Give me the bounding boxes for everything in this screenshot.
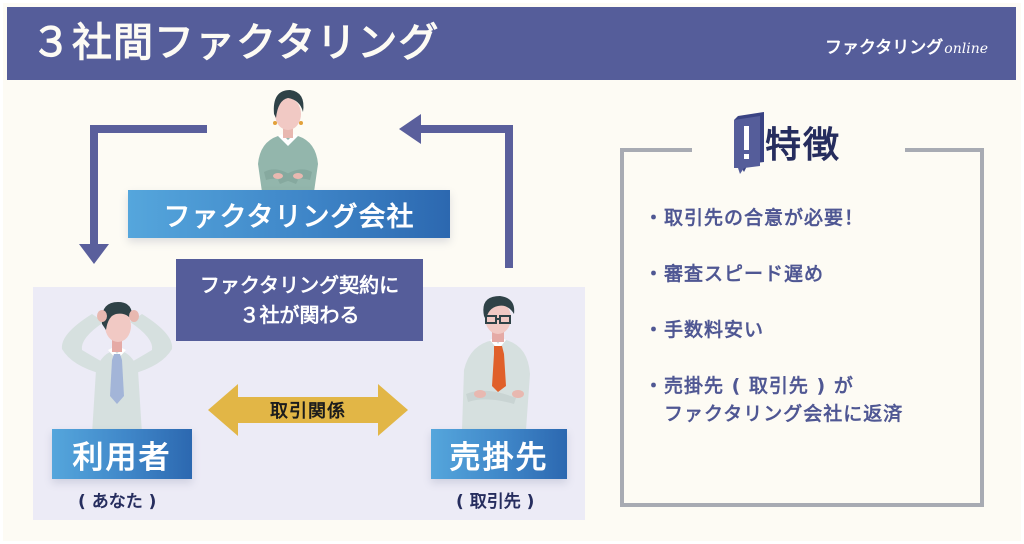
feature-item: ・ 売掛先 ( 取引先 ) が ファクタリング会社に返済: [644, 372, 903, 428]
buyer-person-illustration: [462, 296, 530, 430]
header-bar: ３社間ファクタリング ファクタリング online: [7, 7, 1016, 80]
user-label: 利用者: [52, 429, 192, 479]
buyer-sublabel: ( 取引先 ): [456, 492, 535, 512]
relationship-label: 取引関係: [270, 401, 346, 422]
exclamation-speech-bubble-icon: [734, 112, 764, 174]
feature-text: 手数料安い: [664, 319, 765, 341]
relationship-arrow: 取引関係: [208, 384, 408, 436]
brand-logo: ファクタリング online: [825, 33, 988, 58]
arrow-head-left-icon: [399, 114, 421, 144]
features-border-top-right: [905, 148, 984, 152]
user-person-illustration: [61, 302, 173, 434]
feature-text: 売掛先 ( 取引先 ) が ファクタリング会社に返済: [664, 375, 904, 425]
features-title: 特徴: [765, 125, 842, 166]
feature-list: ・ 取引先の合意が必要！ ・ 審査スピード遅め ・ 手数料安い ・ 売掛先 ( …: [644, 204, 903, 456]
double-arrow-icon: [208, 384, 408, 436]
user-sublabel: ( あなた ): [78, 492, 157, 512]
arrow-segment-vertical: [505, 125, 513, 268]
features-border-top-left: [620, 148, 692, 152]
buyer-label: 売掛先: [431, 429, 567, 479]
arrow-head-down-icon: [79, 244, 109, 264]
bullet-icon: ・: [644, 319, 664, 341]
features-box: [620, 148, 984, 507]
contract-note-line-1: ファクタリング契約に: [199, 273, 400, 297]
brand-name: ファクタリング: [824, 38, 944, 58]
contract-note: ファクタリング契約に ３社が関わる: [176, 259, 423, 341]
arrow-segment-horizontal: [420, 125, 513, 133]
bullet-icon: ・: [644, 207, 664, 229]
feature-text: 審査スピード遅め: [664, 263, 825, 285]
feature-item: ・ 審査スピード遅め: [644, 260, 903, 288]
feature-item: ・ 取引先の合意が必要！: [644, 204, 903, 232]
brand-suffix: online: [944, 41, 988, 57]
factoring-company-label: ファクタリング会社: [128, 190, 450, 238]
contract-note-line-2: ３社が関わる: [239, 303, 360, 327]
bullet-icon: ・: [644, 263, 664, 285]
arrow-segment-horizontal: [90, 125, 207, 133]
arrow-segment-vertical: [90, 125, 98, 245]
feature-item: ・ 手数料安い: [644, 316, 903, 344]
page-title: ３社間ファクタリング: [31, 20, 440, 66]
feature-text: 取引先の合意が必要！: [664, 207, 865, 229]
factoring-company-person-illustration: [258, 90, 318, 192]
bullet-icon: ・: [644, 375, 664, 397]
